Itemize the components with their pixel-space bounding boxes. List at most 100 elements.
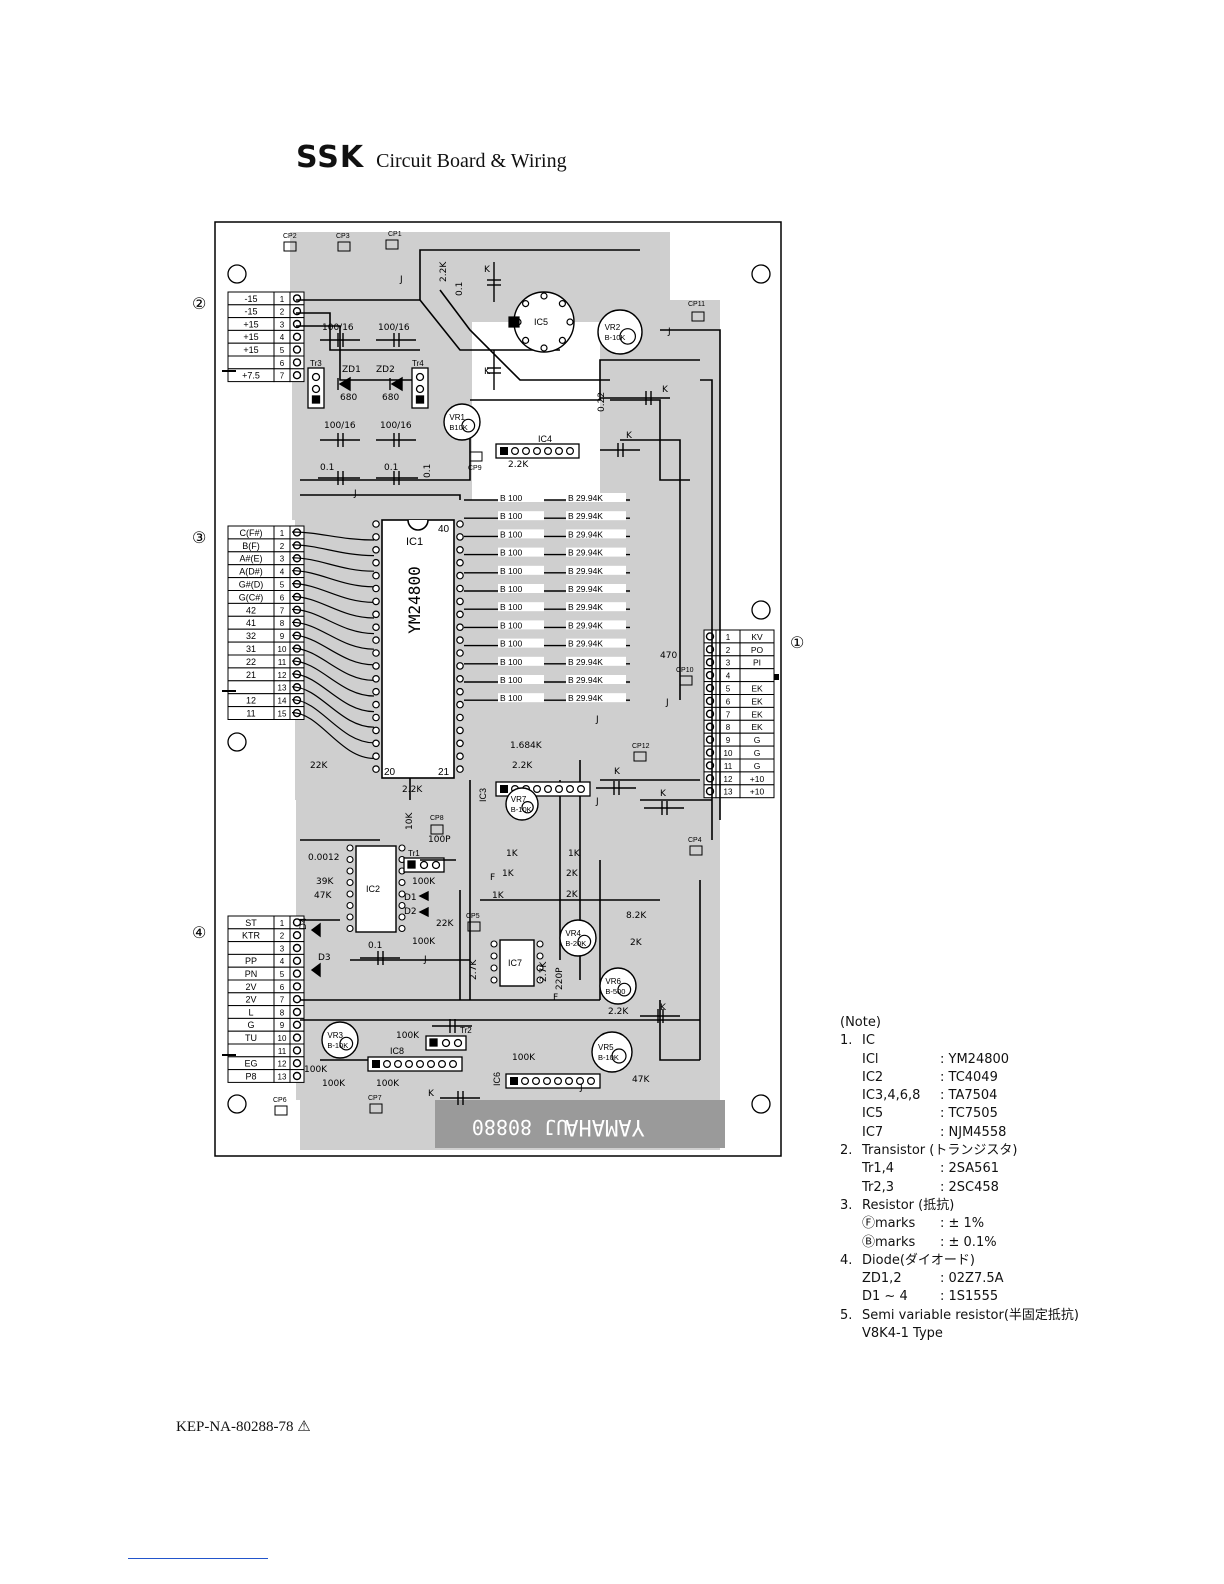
note-key: ICl <box>862 1051 879 1067</box>
passive-parts <box>310 262 684 1105</box>
note-item: 5.Semi variable resistor(半固定抵抗) <box>840 1307 1079 1325</box>
res-100k-1: 100K <box>412 877 436 887</box>
cap-100p: 100P <box>428 835 451 845</box>
marker-3: ③ <box>192 530 206 547</box>
note-value: : 02Z7.5A <box>940 1271 1004 1287</box>
connector3-pin: 2 <box>280 542 285 551</box>
connector3-pin: 7 <box>280 606 285 615</box>
connector3-pin: 9 <box>280 632 285 641</box>
connector3-pin: 6 <box>280 593 285 602</box>
board-code-text: UJ 80880 <box>472 1115 568 1139</box>
note-value: : ± 0.1% <box>940 1234 997 1250</box>
vr6-pot-name: VR6 <box>605 977 621 986</box>
ladder-res-100: B 100 <box>500 566 522 576</box>
res-100k-7: 100K <box>512 1053 536 1063</box>
ladder-res-29-94k: B 29.94K <box>568 529 603 539</box>
res-2-2k-2: 2.2K <box>508 460 529 470</box>
cp7-label: CP7 <box>368 1095 382 1102</box>
jumper-j-2: J <box>353 489 357 499</box>
connector4-pin: 11 <box>278 1047 287 1056</box>
connector3-pin: 11 <box>278 658 287 667</box>
connector1-label: PO <box>751 645 764 655</box>
res-100k-6: 100K <box>376 1079 400 1089</box>
connector3-pin: 10 <box>278 645 287 654</box>
vr7-pot <box>505 787 539 821</box>
ladder-res-100: B 100 <box>500 529 522 539</box>
connector2-label: +15 <box>243 319 258 329</box>
cap-k-8: K <box>660 1003 667 1013</box>
note-number: 2. <box>840 1143 853 1159</box>
cap-100-16-2: 100/16 <box>378 323 410 333</box>
ladder-res-29-94k: B 29.94K <box>568 657 603 667</box>
tr3-label: Tr3 <box>310 359 322 368</box>
connector1-pin: 6 <box>726 697 731 706</box>
f-mark-1: F <box>490 873 495 883</box>
page-title: SSK Circuit Board & Wiring <box>296 140 567 175</box>
note-key: Ⓕmarks <box>862 1216 916 1232</box>
connector4-pin: 12 <box>278 1060 287 1069</box>
ladder-res-100: B 100 <box>500 602 522 612</box>
vr1-pot <box>443 403 481 441</box>
res-470: 470 <box>660 651 677 661</box>
note-key: Tr1,4 <box>862 1161 895 1177</box>
connector1-pin: 13 <box>724 788 733 797</box>
res-2k-2: 2K <box>566 890 579 900</box>
res-100k-2: 100K <box>412 937 436 947</box>
notes-header: (Note) <box>840 1015 881 1030</box>
note-item: 1.IC <box>840 1032 1079 1050</box>
res-2-7k-2: 2.7K <box>539 961 549 982</box>
vr1-pot-value: B10K <box>449 423 467 432</box>
connector1-label: EK <box>751 722 763 732</box>
ladder-res-29-94k: B 29.94K <box>568 548 603 558</box>
connector1-label: EK <box>751 709 763 719</box>
note-item: Tr2,3: 2SC458 <box>840 1179 1079 1197</box>
vr7-pot-value: B-10K <box>511 805 532 814</box>
note-value: : TC4049 <box>940 1069 998 1085</box>
note-item: Ⓑmarks: ± 0.1% <box>840 1234 1079 1252</box>
note-heading: Transistor (トランジスタ) <box>862 1143 1018 1159</box>
connector1-label: G <box>754 761 761 771</box>
note-key: Tr2,3 <box>862 1179 895 1195</box>
ladder-res-100: B 100 <box>500 675 522 685</box>
connector3-pin: 1 <box>280 529 285 538</box>
connector2-pin: 3 <box>280 320 285 329</box>
connector3-label: 42 <box>246 605 256 615</box>
traces <box>296 249 721 1061</box>
cp8-label: CP8 <box>430 815 444 822</box>
res-1684k: 1.684K <box>510 741 543 751</box>
connector3-label: A(D#) <box>239 567 263 577</box>
connector4-label: TU <box>245 1033 257 1043</box>
connector4-label: EG <box>244 1059 257 1069</box>
note-value: : YM24800 <box>940 1051 1010 1067</box>
ic1-pin40: 40 <box>438 524 450 535</box>
connector1-label: G <box>754 748 761 758</box>
jumper-j-7: J <box>423 955 427 965</box>
connector1-label: +10 <box>750 774 765 784</box>
connector1-label: G <box>754 735 761 745</box>
ic5-chip: IC5 <box>508 291 575 353</box>
note-item: ICl : YM24800 <box>840 1051 1079 1069</box>
connector2-pin: 5 <box>280 346 285 355</box>
ladder-res-29-94k: B 29.94K <box>568 566 603 576</box>
connector4-pin: 13 <box>278 1072 287 1081</box>
cp2-label: CP2 <box>283 233 297 240</box>
vr6-pot-value: B-500 <box>605 987 625 996</box>
cap-k-4: K <box>626 431 633 441</box>
vr4-pot <box>559 919 597 957</box>
connector1-pin: 4 <box>726 672 731 681</box>
connector4-label: G <box>247 1020 254 1030</box>
connector1-label: EK <box>751 696 763 706</box>
connector1-pin: 12 <box>724 775 733 784</box>
note-item: 2. Transistor (トランジスタ) <box>840 1142 1079 1160</box>
sip-ics <box>367 443 601 1089</box>
ic1-chip: IC1 40 20 21 YM24800 <box>372 519 464 779</box>
connector3-pin: 5 <box>280 581 285 590</box>
note-value: : 1S1555 <box>940 1289 999 1305</box>
jumper-j-3: J <box>667 327 671 337</box>
cp10-label: CP10 <box>676 667 694 674</box>
copyright-strip <box>435 1100 725 1148</box>
cp12-label: CP12 <box>632 743 650 750</box>
cap-0-1-5: 0.1 <box>368 941 382 951</box>
